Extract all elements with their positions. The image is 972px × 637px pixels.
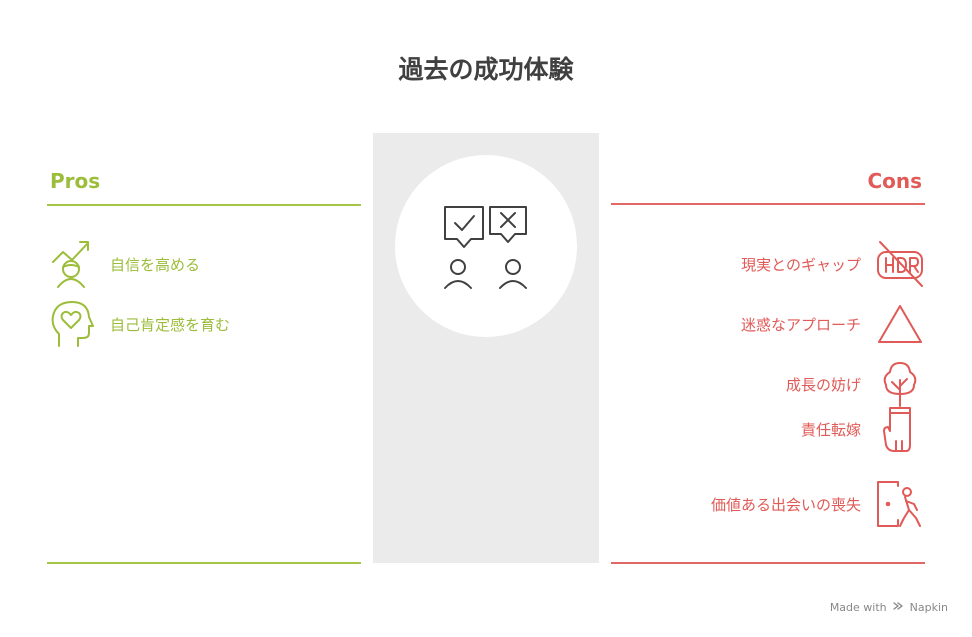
cons-bottom-divider xyxy=(611,562,925,564)
cons-item-label: 迷惑なアプローチ xyxy=(740,316,861,334)
approve-reject-discussion-icon xyxy=(444,206,527,289)
pros-item-label: 自信を高める xyxy=(110,256,201,274)
hdr-off-icon xyxy=(877,241,923,287)
cons-item-lost-encounters: 価値ある出会いの喪失 xyxy=(624,480,924,528)
cons-item-label: 価値ある出会いの喪失 xyxy=(710,496,861,514)
pros-bottom-divider xyxy=(47,562,361,564)
diagram-title: 過去の成功体験 xyxy=(398,55,574,84)
footer-made-with: Made with xyxy=(829,601,887,614)
cons-top-divider xyxy=(611,203,925,205)
growth-person-icon xyxy=(52,241,89,288)
napkin-logo-icon xyxy=(893,601,903,614)
footer-brand: Napkin xyxy=(909,601,948,614)
triangle-icon xyxy=(878,305,922,343)
pros-item-label: 自己肯定感を育む xyxy=(110,316,231,334)
cons-item-label: 現実とのギャップ xyxy=(741,256,861,274)
pros-top-divider xyxy=(47,204,361,206)
tree-icon xyxy=(883,362,917,407)
center-circle xyxy=(395,155,577,337)
cons-item-label: 成長の妨げ xyxy=(785,376,861,394)
person-leaving-door-icon xyxy=(877,481,921,527)
cons-item-annoying-approach: 迷惑なアプローチ xyxy=(624,300,924,348)
cons-item-growth-obstacle: 成長の妨げ xyxy=(624,360,924,408)
cons-heading: Cons xyxy=(867,169,922,193)
pros-heading: Pros xyxy=(50,169,101,193)
cons-item-reality-gap: 現実とのギャップ xyxy=(624,240,924,288)
head-heart-icon xyxy=(51,301,94,347)
cons-item-blame-shifting: 責任転嫁 xyxy=(624,405,924,453)
hand-icon xyxy=(883,407,911,452)
cons-item-label: 責任転嫁 xyxy=(800,421,861,439)
footer-credit: Made with Napkin xyxy=(830,601,948,614)
